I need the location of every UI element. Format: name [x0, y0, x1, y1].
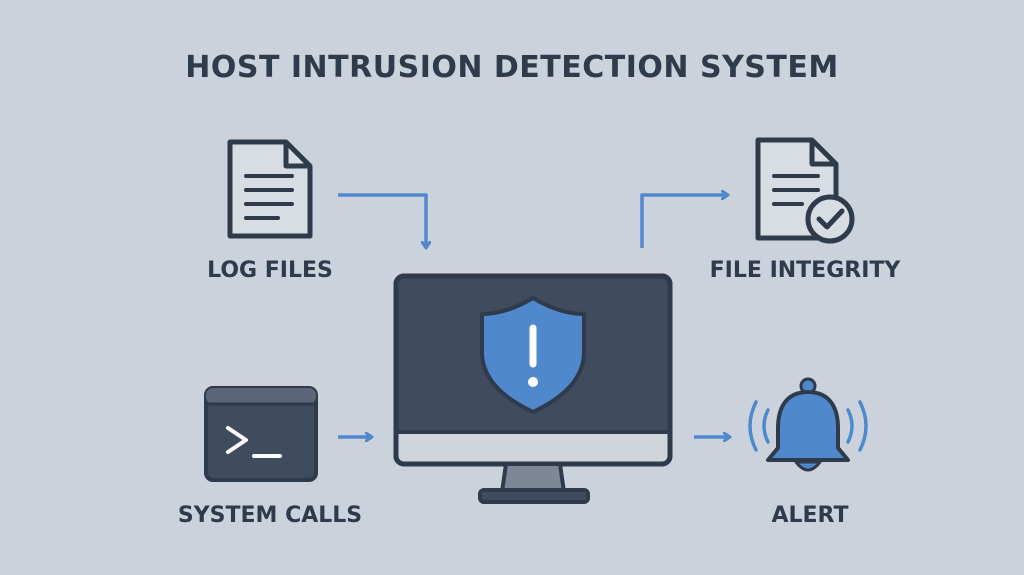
arrow-log-to-monitor [338, 193, 426, 248]
file-integrity-label: FILE INTEGRITY [709, 258, 901, 283]
alert-label: ALERT [771, 503, 849, 528]
log-files-label: LOG FILES [207, 258, 333, 283]
terminal-icon [204, 386, 318, 482]
bell-icon [748, 377, 868, 472]
arrow-monitor-to-fileintegrity [640, 195, 728, 248]
diagram-title: HOST INTRUSION DETECTION SYSTEM [185, 50, 839, 85]
system-calls-label: SYSTEM CALLS [177, 503, 363, 528]
log-file-document-icon [227, 139, 313, 239]
shield-alert-icon [480, 296, 586, 414]
document-check-icon [755, 137, 855, 244]
